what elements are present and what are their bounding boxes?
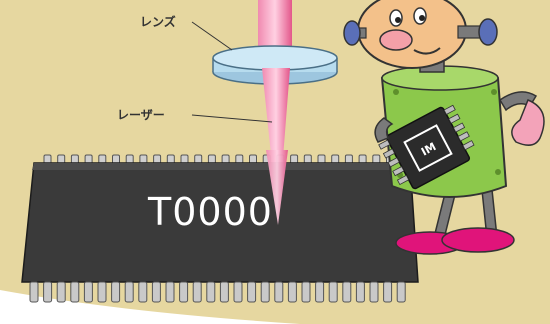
robot-arm-left <box>374 117 394 143</box>
chip-pin <box>287 281 297 303</box>
robot-mouth <box>413 47 441 55</box>
chip-pin <box>369 281 379 303</box>
robot-nose <box>379 29 413 51</box>
chip-marking: T0000 <box>147 190 273 234</box>
chip-pin <box>206 281 216 303</box>
robot-ear-left <box>343 20 361 46</box>
chip-pin <box>396 281 406 303</box>
ic-chip <box>21 162 419 283</box>
lens-label: レンズ <box>140 14 176 29</box>
robot-hand-right <box>511 99 545 146</box>
lens-leader-line <box>191 21 233 51</box>
chip-pin <box>56 281 66 303</box>
chip-pin <box>70 281 80 303</box>
chip-pin <box>124 281 134 303</box>
laser-leader-line <box>191 114 273 123</box>
laser-beam-focused <box>262 68 290 222</box>
chip-pin <box>260 281 270 303</box>
laser-label: レーザー <box>117 108 165 122</box>
chip-pin <box>301 281 311 303</box>
robot-held-chip: IM <box>378 104 475 190</box>
chip-pin <box>247 281 257 303</box>
chip-pin <box>355 281 365 303</box>
chip-pin <box>138 281 148 303</box>
chip-pin <box>43 281 53 303</box>
robot-foot-right <box>441 227 515 253</box>
chip-pin <box>192 281 202 303</box>
chip-pin <box>233 281 243 303</box>
chip-pin <box>342 281 352 303</box>
chip-pin <box>111 281 121 303</box>
chip-pin <box>83 281 93 303</box>
chip-pin <box>97 281 107 303</box>
laser-beam-tip <box>266 150 288 225</box>
chip-pin <box>179 281 189 303</box>
chip-pin <box>328 281 338 303</box>
chip-bottom-pins <box>29 281 406 303</box>
robot-head <box>357 0 467 69</box>
chip-pin <box>165 281 175 303</box>
robot-ear-right <box>478 18 498 46</box>
robot-character: IM <box>343 0 545 255</box>
chip-pin <box>219 281 229 303</box>
chip-pin <box>383 281 393 303</box>
chip-pin <box>315 281 325 303</box>
robot-chip-badge: IM <box>419 140 438 159</box>
chip-pin <box>274 281 284 303</box>
chip-pin <box>29 281 39 303</box>
background-corner <box>0 290 300 324</box>
chip-pin <box>151 281 161 303</box>
